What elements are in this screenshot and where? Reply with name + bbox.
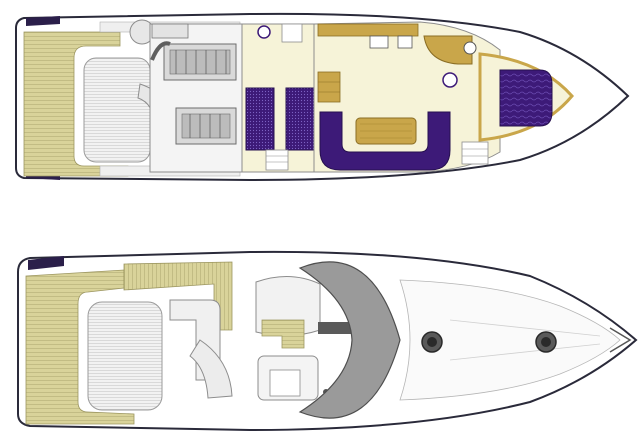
cockpit-sunpad-cushion bbox=[83, 57, 151, 163]
forward-head-toilet bbox=[442, 72, 458, 88]
saloon-u-sofa bbox=[319, 111, 451, 171]
aft-head-shower bbox=[281, 23, 303, 43]
upper-deck-view bbox=[17, 250, 638, 432]
cockpit-teak-deck bbox=[23, 31, 129, 177]
saloon-steps bbox=[317, 71, 341, 103]
upper-cockpit-teak bbox=[25, 269, 135, 425]
forward-head bbox=[423, 35, 473, 65]
aft-head-toilet bbox=[257, 25, 271, 39]
saloon-steps-starboard bbox=[461, 141, 489, 165]
upper-stern-bumper bbox=[28, 256, 64, 270]
forward-head-basin bbox=[463, 41, 477, 55]
foredeck bbox=[399, 279, 621, 401]
windscreen bbox=[298, 261, 401, 419]
galley-sink bbox=[397, 35, 413, 49]
generator bbox=[151, 23, 189, 39]
galley-stove bbox=[369, 35, 389, 49]
forward-island-berth bbox=[499, 69, 553, 127]
lower-stern-bumper-top bbox=[26, 16, 60, 26]
engine-port bbox=[163, 43, 237, 81]
engine-starboard bbox=[175, 107, 237, 145]
lower-deck-view bbox=[15, 12, 630, 182]
galley-counter bbox=[317, 23, 419, 37]
bow-pulpit bbox=[609, 327, 632, 353]
exhaust-pipe bbox=[150, 41, 171, 61]
cockpit-curved-seat bbox=[189, 339, 233, 399]
upper-sunpad bbox=[87, 301, 163, 411]
aft-cabin-bed-right bbox=[285, 87, 315, 151]
aft-steps bbox=[265, 149, 289, 171]
companionway-door bbox=[318, 322, 358, 334]
helm-seat-base bbox=[269, 369, 301, 397]
aft-cabin-bed-left bbox=[245, 87, 275, 151]
helm-seat-teak bbox=[261, 319, 305, 349]
